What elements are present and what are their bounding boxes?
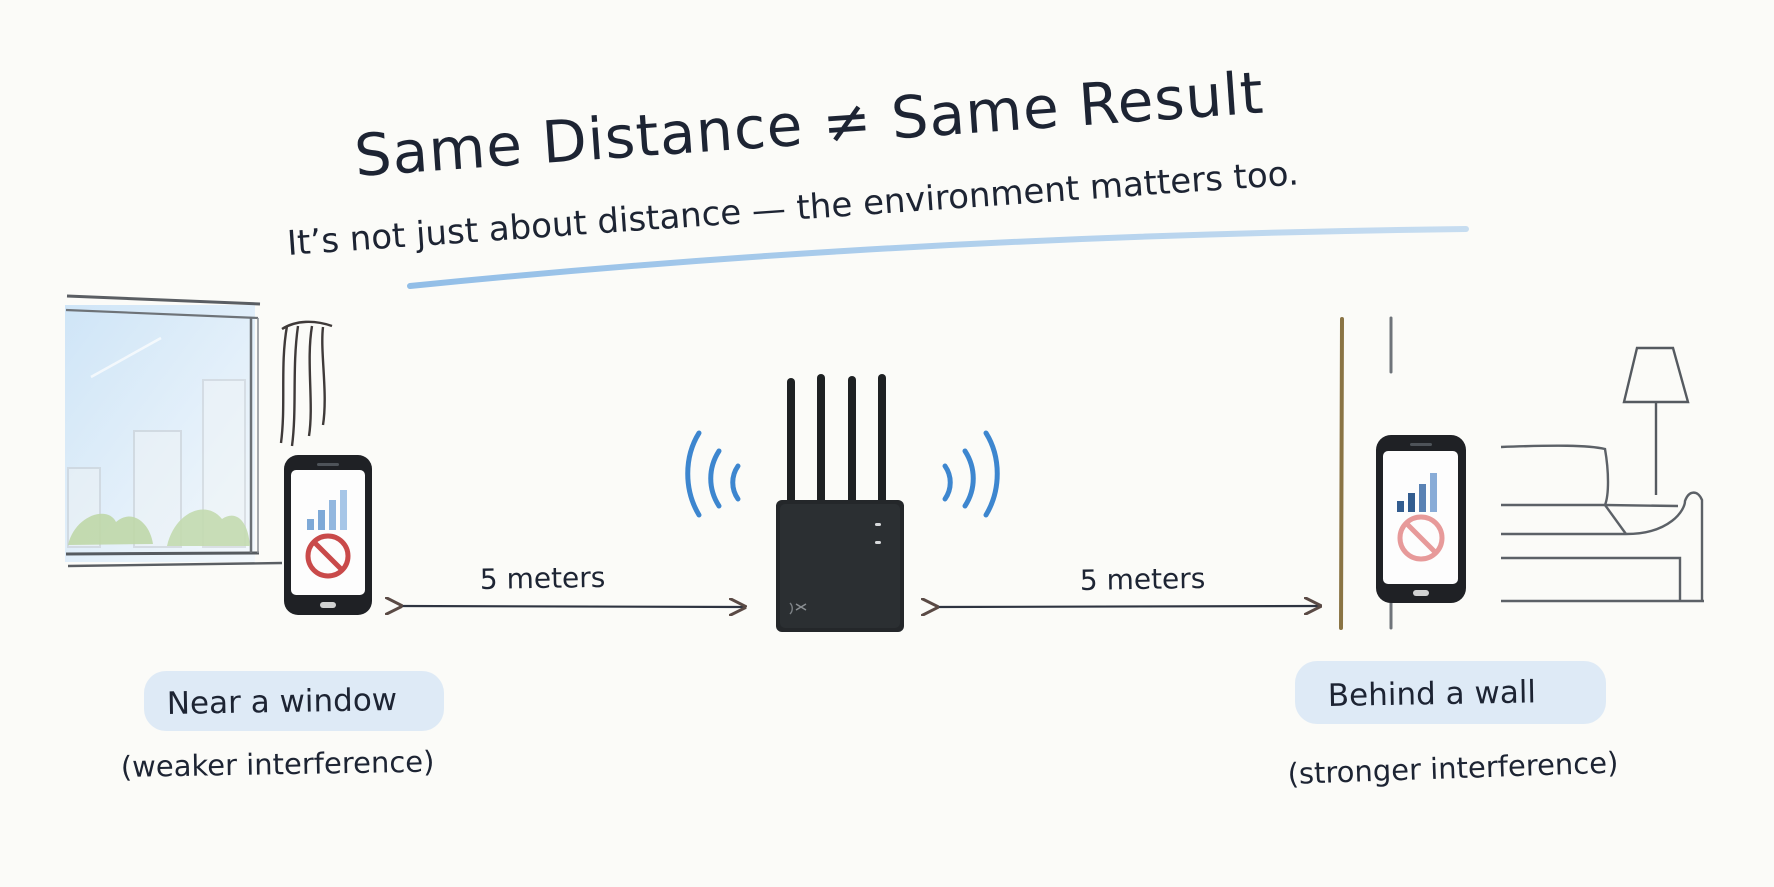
right-scenario-label: Behind a wall [1328,674,1537,714]
left-phone-icon [284,455,372,615]
right-signal-waves [942,430,1000,518]
left-scenario-label: Near a window [167,682,398,722]
left-signal-waves [685,430,741,518]
window-icon [65,294,333,568]
left-distance-label: 5 meters [480,561,606,596]
left-scenario-sublabel: (weaker interference) [121,745,435,784]
right-phone-icon [1376,435,1466,603]
right-scenario-sublabel: (stronger interference) [1287,745,1619,791]
subtitle-underline [407,226,1469,289]
right-blocked-icon [1397,514,1445,562]
sofa-icon [1500,444,1704,603]
left-signal-bars-icon [307,490,347,530]
lamp-icon [1622,346,1690,495]
right-label-bubble [1295,661,1606,724]
right-distance-label: 5 meters [1080,562,1206,597]
left-blocked-icon [305,533,351,579]
right-signal-bars-icon [1397,473,1437,512]
left-distance-arrow [401,606,745,607]
router-icon [776,374,904,632]
right-distance-arrow [937,606,1320,607]
left-label-bubble [144,671,444,731]
